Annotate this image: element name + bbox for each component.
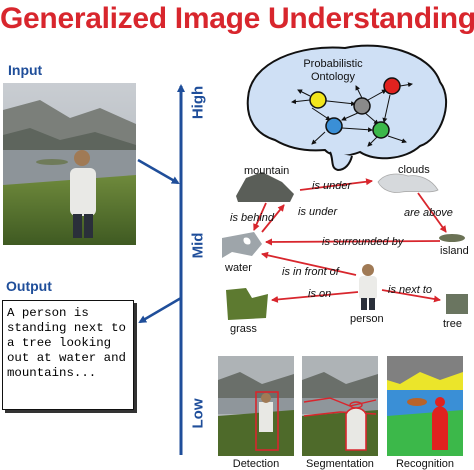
relation-mountain-clouds: is under bbox=[312, 180, 352, 192]
page-title: Generalized Image Understanding bbox=[0, 2, 474, 35]
relation-island-water: is surrounded by bbox=[322, 236, 404, 248]
ontology-title: Probabilistic Ontology bbox=[303, 58, 363, 83]
grass-crop bbox=[226, 288, 268, 320]
relation-person-tree: is next to bbox=[388, 284, 433, 296]
output-label: Output bbox=[6, 278, 52, 294]
water-crop bbox=[222, 232, 262, 258]
object-label-mountain: mountain bbox=[244, 165, 290, 177]
relation-water-mountain: is under bbox=[298, 206, 338, 218]
recognition-panel bbox=[387, 356, 463, 456]
ontology-node-green bbox=[372, 121, 390, 139]
output-caption-box: A person is standing next to a tree look… bbox=[2, 300, 134, 410]
caption-segmentation: Segmentation bbox=[306, 458, 374, 470]
input-photo bbox=[3, 83, 136, 245]
object-label-grass: grass bbox=[230, 323, 257, 335]
ontology-node-yellow bbox=[309, 91, 327, 109]
clouds-crop bbox=[377, 173, 439, 193]
abstraction-axis bbox=[137, 84, 185, 455]
segmentation-panel bbox=[302, 356, 378, 456]
object-label-island: island bbox=[440, 245, 469, 257]
tree-crop bbox=[446, 294, 468, 314]
ontology-node-gray bbox=[353, 97, 371, 115]
object-label-tree: tree bbox=[443, 318, 462, 330]
object-label-water: water bbox=[225, 262, 252, 274]
axis-label-low: Low bbox=[189, 398, 207, 429]
relation-person-grass: is on bbox=[308, 288, 332, 300]
relation-mountain-water: is behind bbox=[230, 212, 275, 224]
person-crop bbox=[359, 264, 377, 310]
object-label-person: person bbox=[350, 313, 384, 325]
relation-person-water: is in front of bbox=[282, 266, 339, 278]
ontology-brain bbox=[246, 44, 448, 172]
ontology-node-blue bbox=[325, 117, 343, 135]
ontology-node-red bbox=[383, 77, 401, 95]
caption-recognition: Recognition bbox=[395, 458, 455, 470]
detection-panel bbox=[218, 356, 294, 456]
input-label: Input bbox=[8, 62, 43, 78]
axis-label-high: High bbox=[189, 85, 207, 120]
relation-clouds-island: are above bbox=[404, 207, 453, 219]
mountain-crop bbox=[236, 172, 294, 202]
object-label-clouds: clouds bbox=[398, 164, 430, 176]
island-crop bbox=[439, 234, 465, 242]
caption-detection: Detection bbox=[232, 458, 280, 470]
axis-label-mid: Mid bbox=[189, 232, 207, 259]
relation-arrows bbox=[253, 178, 447, 303]
object-crops bbox=[222, 172, 468, 320]
